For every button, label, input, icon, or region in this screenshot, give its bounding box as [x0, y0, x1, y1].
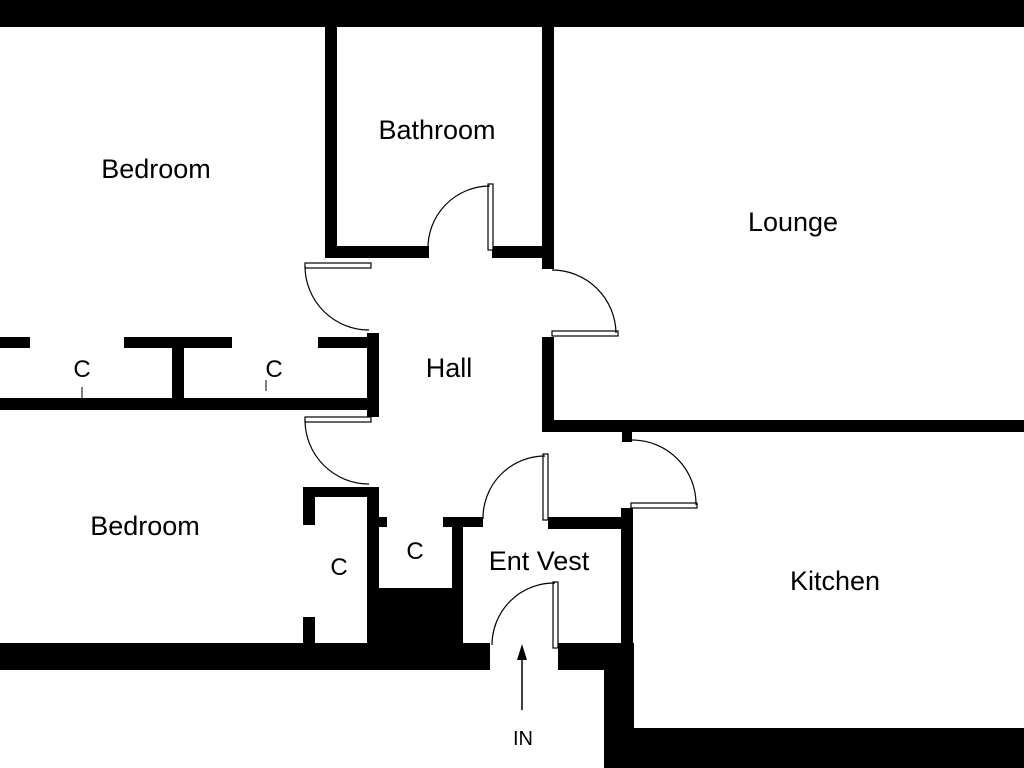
wall-bathroom-bottom-left: [325, 246, 429, 258]
room-label-kitchen: Kitchen: [790, 566, 880, 596]
wall-bottom-left: [0, 643, 490, 670]
room-label-bedroom-1: Bedroom: [101, 154, 211, 184]
wall-lounge-left: [542, 337, 554, 432]
wall-vest-left: [452, 517, 463, 647]
wall-cupboard-bottom: [0, 398, 379, 410]
cupboard-label-3: C: [330, 554, 347, 581]
wall-vest-right: [621, 508, 633, 648]
room-label-ent-vest: Ent Vest: [489, 546, 590, 576]
wall-bed2-cupboard-top: [303, 487, 379, 497]
doors: [304, 183, 698, 649]
wall-kitchen-stub: [622, 432, 632, 442]
room-label-lounge: Lounge: [748, 207, 838, 237]
entrance-label: IN: [513, 728, 533, 750]
room-label-bathroom: Bathroom: [378, 115, 495, 145]
door-kitchen: [630, 439, 698, 509]
wall-cupboard-divider: [172, 337, 184, 409]
wall-vest-top-right: [548, 517, 632, 529]
cupboard-label-2: C: [265, 356, 282, 383]
door-entrance: [491, 581, 559, 649]
wall-bathroom-bottom-right: [492, 246, 554, 258]
door-vest-inner: [482, 453, 549, 521]
room-label-hall: Hall: [426, 353, 473, 383]
wall-top: [0, 0, 1024, 27]
wall-bathroom-left: [325, 27, 337, 257]
wall-hall-cupboard-stub: [379, 517, 387, 527]
door-lounge: [551, 269, 619, 337]
wall-hall-cupboard-floor: [367, 588, 462, 648]
wall-cupboard-top-3: [318, 337, 379, 348]
wall-lounge-bottom: [542, 420, 1024, 432]
door-bedroom-1: [304, 262, 372, 331]
room-label-bedroom-2: Bedroom: [90, 511, 200, 541]
cupboard-label-1: C: [73, 356, 90, 383]
wall-cupboard-top-1: [0, 337, 30, 348]
entrance-arrow-icon: [517, 644, 527, 710]
wall-bed2-cupboard-left-bottom: [303, 617, 315, 647]
wall-bed2-cupboard-left-top: [303, 487, 315, 525]
door-bathroom: [427, 183, 494, 251]
wall-bottom-kitchen: [604, 728, 1024, 768]
cupboard-label-4: C: [406, 538, 423, 565]
wall-bathroom-right: [542, 27, 554, 269]
wall-hall-left: [367, 333, 379, 417]
door-bedroom-2: [304, 416, 372, 485]
